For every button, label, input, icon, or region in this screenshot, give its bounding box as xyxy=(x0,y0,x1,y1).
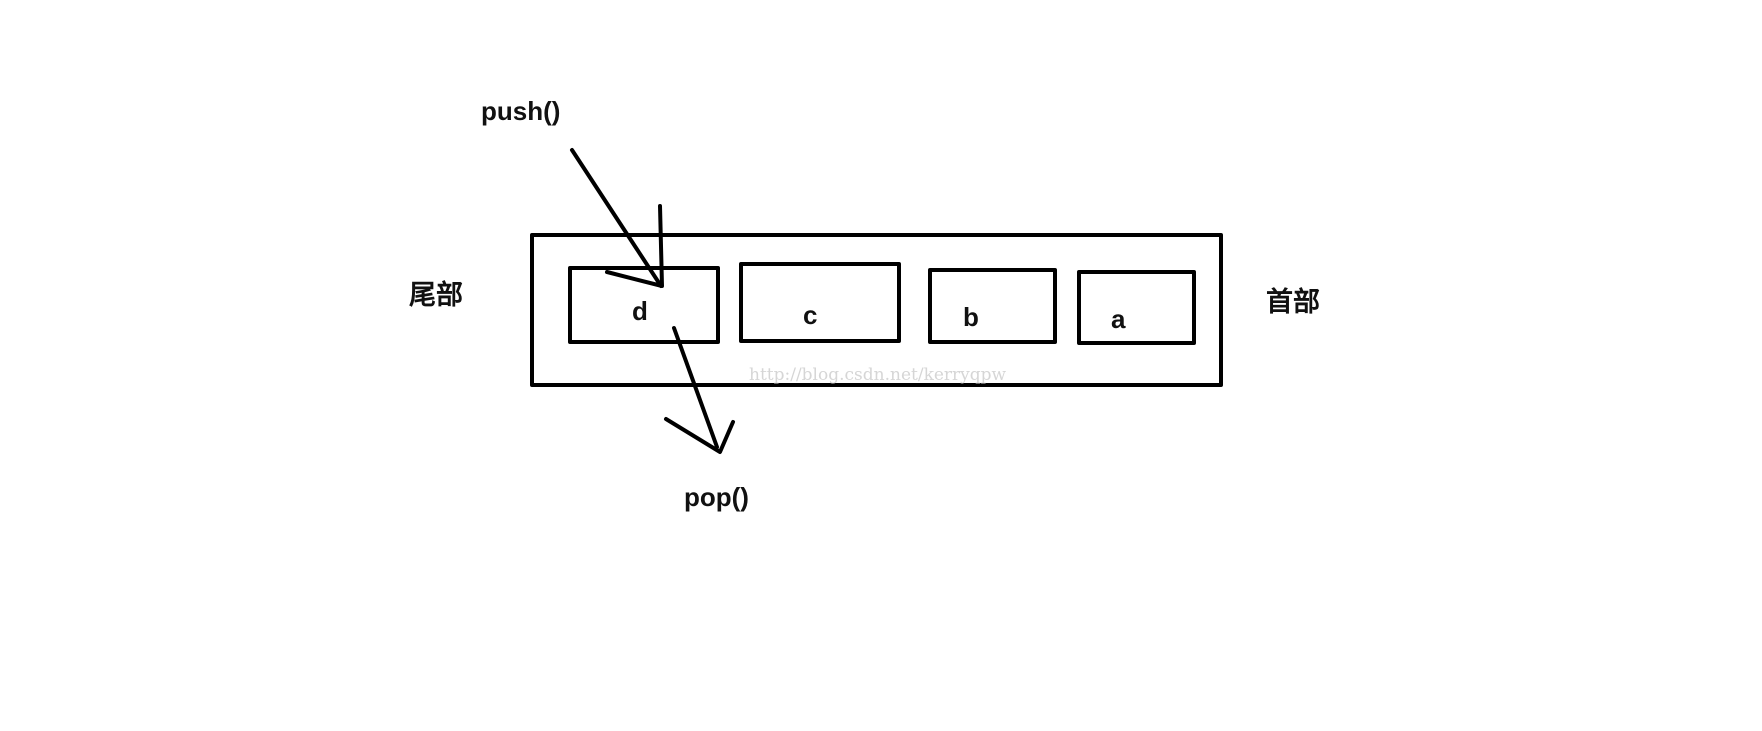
element-label-d: d xyxy=(632,296,648,326)
element-box-a xyxy=(1077,270,1196,345)
head-label: 首部 xyxy=(1266,286,1320,317)
element-label-a: a xyxy=(1111,304,1126,334)
element-label-b: b xyxy=(963,302,979,332)
pop-arrow-shaft xyxy=(672,326,719,449)
pop-arrow xyxy=(664,326,735,454)
element-box-c xyxy=(739,262,901,343)
push-label: push() xyxy=(481,96,560,126)
element-label-c: c xyxy=(803,300,817,330)
push-arrowhead xyxy=(605,204,664,288)
pop-arrowhead xyxy=(664,417,735,454)
element-box-b xyxy=(928,268,1057,344)
tail-label: 尾部 xyxy=(409,279,463,310)
queue-container xyxy=(530,233,1223,387)
element-box-d xyxy=(568,266,720,344)
push-arrow-shaft xyxy=(570,148,663,288)
watermark-text: http://blog.csdn.net/kerryqpw xyxy=(749,365,1007,385)
push-arrow xyxy=(570,148,664,288)
pop-label: pop() xyxy=(684,482,749,512)
